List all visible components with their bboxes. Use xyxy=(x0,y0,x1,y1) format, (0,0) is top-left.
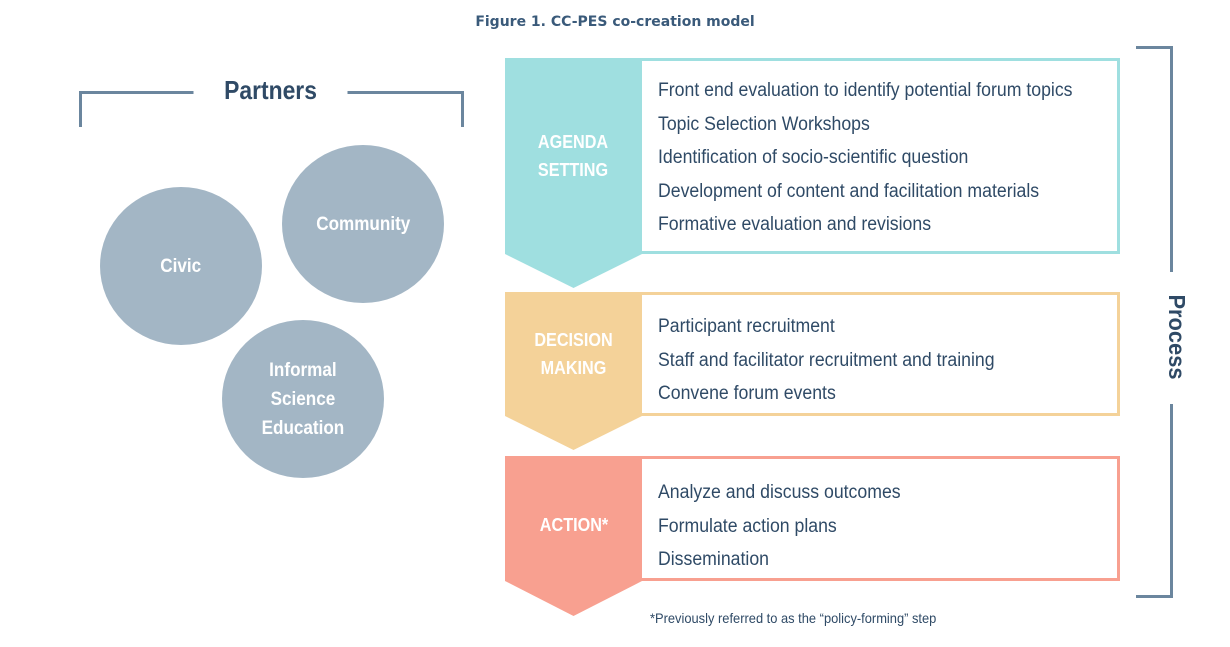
circle-community-label: Community xyxy=(315,213,411,235)
process-label: Process xyxy=(1164,294,1190,380)
agenda-setting-list: Front end evaluation to identify potenti… xyxy=(658,74,1117,242)
action-arrow-shape xyxy=(505,456,642,616)
action-box: Analyze and discuss outcomes Formulate a… xyxy=(640,456,1120,581)
list-item: Formulate action plans xyxy=(658,515,837,537)
circle-informal-science-education: Informal Science Education xyxy=(222,320,384,478)
agenda-setting-label-line1: AGENDA xyxy=(538,132,609,152)
decision-making-label-line2: MAKING xyxy=(540,358,607,378)
agenda-setting-arrow-shape xyxy=(505,58,642,288)
list-item: Topic Selection Workshops xyxy=(658,113,870,135)
action-label: ACTION* xyxy=(505,511,642,539)
agenda-setting-arrow: AGENDA SETTING xyxy=(505,58,642,288)
decision-making-label-line1: DECISION xyxy=(534,330,613,350)
process-bracket-top xyxy=(1136,46,1173,272)
circle-ise-label-line1: Informal xyxy=(269,359,337,381)
action-label-line1: ACTION* xyxy=(539,515,608,535)
agenda-setting-label: AGENDA SETTING xyxy=(505,128,642,184)
figure-title: Figure 1. CC-PES co-creation model xyxy=(475,14,755,30)
list-item: Staff and facilitator recruitment and tr… xyxy=(658,349,995,371)
list-item: Front end evaluation to identify potenti… xyxy=(658,80,1073,101)
decision-making-box: Participant recruitment Staff and facili… xyxy=(640,292,1120,416)
process-bracket-bottom xyxy=(1136,404,1173,598)
circle-civic: Civic xyxy=(100,187,262,345)
list-item: Dissemination xyxy=(658,549,769,570)
list-item: Development of content and facilitation … xyxy=(658,180,1040,202)
action-list: Analyze and discuss outcomes Formulate a… xyxy=(658,476,1117,577)
agenda-setting-box: Front end evaluation to identify potenti… xyxy=(640,58,1120,254)
list-item: Convene forum events xyxy=(658,383,836,404)
circle-civic-label: Civic xyxy=(160,255,202,277)
action-arrow: ACTION* xyxy=(505,456,642,616)
agenda-setting-label-line2: SETTING xyxy=(538,160,609,180)
circle-ise-label-line3: Education xyxy=(261,417,345,439)
decision-making-list: Participant recruitment Staff and facili… xyxy=(658,310,1117,411)
decision-making-arrow: DECISION MAKING xyxy=(505,292,642,450)
circle-community: Community xyxy=(282,145,444,303)
circle-ise-label-line2: Science xyxy=(270,388,336,410)
list-item: Analyze and discuss outcomes xyxy=(658,482,901,503)
decision-making-label: DECISION MAKING xyxy=(505,326,642,382)
footnote: *Previously referred to as the “policy-f… xyxy=(650,610,937,626)
list-item: Participant recruitment xyxy=(658,316,835,337)
decision-making-arrow-shape xyxy=(505,292,642,450)
partners-title: Partners xyxy=(193,70,348,110)
list-item: Identification of socio-scientific quest… xyxy=(658,147,969,168)
list-item: Formative evaluation and revisions xyxy=(658,214,932,235)
